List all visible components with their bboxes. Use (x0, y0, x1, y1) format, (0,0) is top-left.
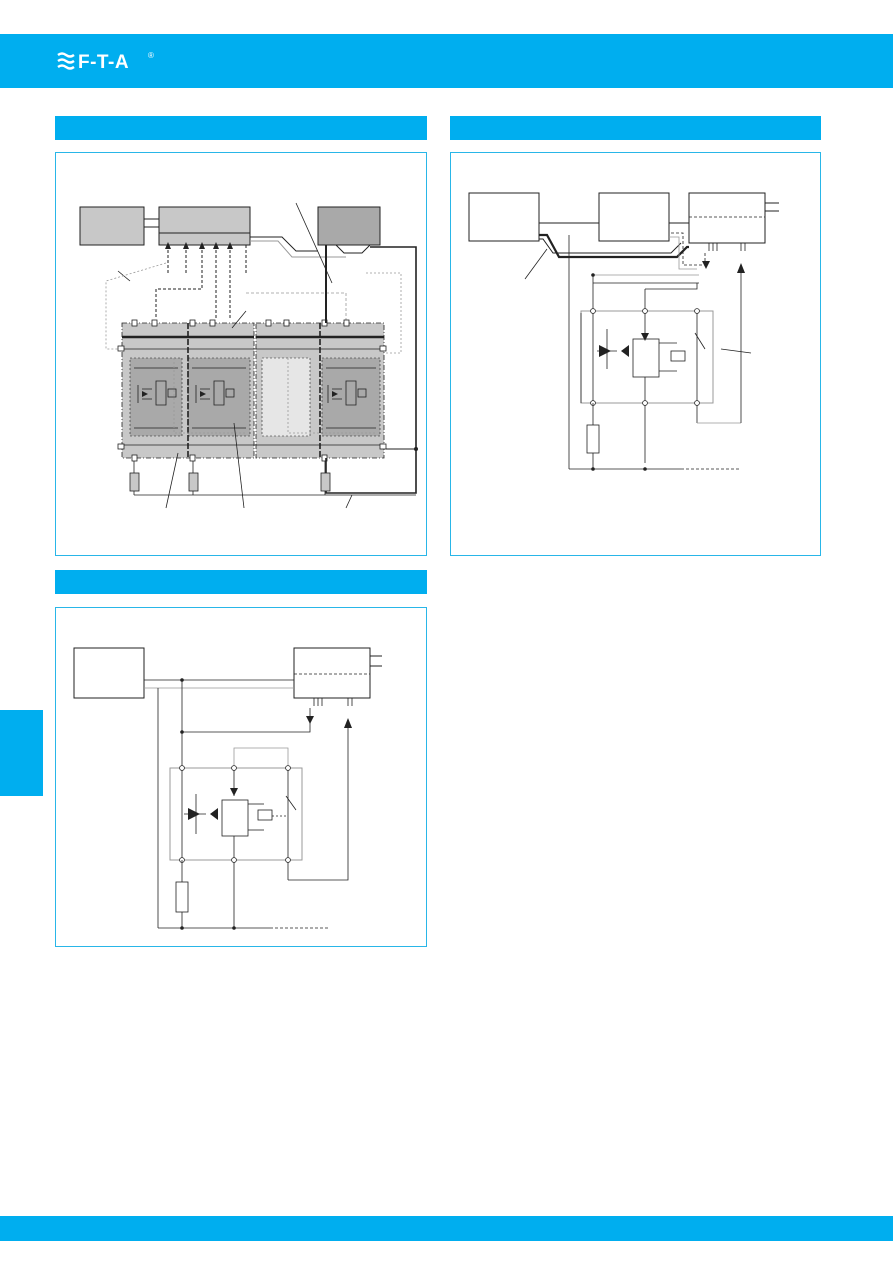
block-right (688, 192, 766, 244)
module-2 (187, 357, 251, 437)
panel-1-diagram (55, 152, 427, 556)
diagram-1 (79, 202, 418, 509)
block-right (293, 647, 371, 699)
diagram-3 (73, 647, 382, 930)
diode-icon (188, 808, 200, 820)
panel-2-header (450, 116, 821, 140)
resistor-icon (586, 424, 600, 454)
block-a (79, 206, 145, 246)
panel-2-diagram (450, 152, 821, 556)
logo-wave-mark (57, 52, 75, 70)
footer-bar (0, 1216, 893, 1241)
resistor-icon (129, 472, 140, 492)
module-empty (261, 357, 311, 437)
relay-coil-icon (167, 388, 177, 398)
relay-coil-icon (257, 809, 273, 821)
diode-icon (142, 391, 148, 397)
relay-coil-icon (670, 350, 686, 362)
block-left (468, 192, 540, 242)
panel-1-header (55, 116, 427, 140)
logo-text: F-T-A (78, 52, 129, 72)
resistor-icon (175, 881, 189, 913)
diode-icon (599, 345, 611, 357)
block-mid (598, 192, 670, 242)
block-c (317, 206, 381, 246)
block-b (158, 206, 251, 246)
panel-3-diagram (55, 607, 427, 947)
fta-logo-icon: F-T-A ® (57, 51, 154, 72)
panel-3-header (55, 570, 427, 594)
module-3 (321, 357, 381, 437)
logo-registered-mark: ® (148, 51, 154, 60)
header-bar (0, 34, 893, 88)
barrier-module (580, 310, 714, 404)
side-tab (0, 710, 43, 796)
arrow-icon (165, 242, 171, 249)
block-left (73, 647, 145, 699)
diagram-2 (468, 192, 779, 471)
